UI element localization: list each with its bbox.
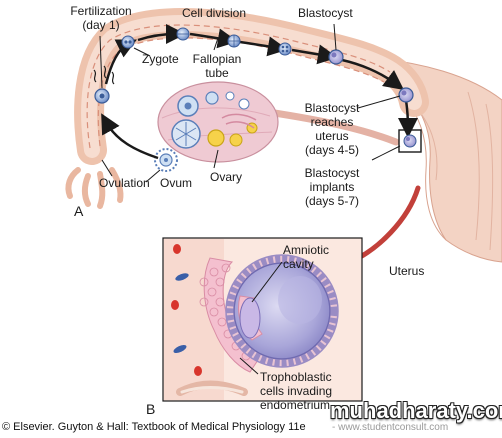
blastocyst-large — [225, 254, 339, 368]
fimbriae — [65, 167, 124, 209]
label-fertilization-line1: Fertilization — [70, 4, 132, 18]
copyright-credit: © Elsevier. Guyton & Hall: Textbook of M… — [2, 421, 306, 433]
label-reaches-line4: (days 4-5) — [304, 143, 360, 157]
fertilized-egg — [94, 88, 110, 104]
implantation-box — [398, 129, 422, 153]
credit-url: - www.studentconsult.com — [332, 422, 449, 433]
cleavage-stages — [121, 27, 414, 103]
label-reaches-line3: uterus — [315, 129, 349, 143]
leader-lines-b — [239, 261, 283, 375]
label-blastocyst-reaches: Blastocyst reaches uterus (days 4-5) — [294, 101, 370, 157]
label-reaches-line1: Blastocyst — [304, 101, 360, 115]
label-tropho-line3: endometrium — [260, 398, 331, 412]
label-amniotic-line2: cavity — [283, 257, 314, 271]
label-fallopian-line1: Fallopian — [192, 52, 242, 66]
label-fertilization-line2: (day 1) — [82, 18, 120, 32]
watermark: muhadharaty.com — [330, 398, 502, 423]
label-tropho-line1: Trophoblastic — [260, 370, 332, 384]
label-blastocyst-implants: Blastocyst implants (days 5-7) — [294, 166, 370, 208]
label-implants-line2: implants — [309, 180, 355, 194]
amniotic-cavity — [239, 297, 261, 339]
label-fertilization: Fertilization (day 1) — [58, 4, 144, 32]
label-trophoblastic-cells: Trophoblastic cells invading endometrium — [260, 370, 332, 412]
label-ovary: Ovary — [210, 170, 243, 184]
ovarian-ligament — [264, 108, 400, 146]
label-uterus: Uterus — [389, 264, 425, 278]
label-blastocyst: Blastocyst — [298, 6, 353, 20]
migration-path — [101, 24, 418, 160]
label-fallopian-line2: tube — [205, 66, 229, 80]
label-implants-line3: (days 5-7) — [304, 194, 360, 208]
label-amniotic-cavity: Amniotic cavity — [283, 243, 329, 271]
label-tropho-line2: cells invading — [260, 384, 333, 398]
corpus-luteum — [207, 129, 225, 147]
ovum — [154, 148, 178, 172]
label-reaches-line2: reaches — [310, 115, 354, 129]
label-cell-division: Cell division — [182, 6, 247, 20]
label-implants-line1: Blastocyst — [304, 166, 360, 180]
label-panel-a: A — [74, 203, 84, 219]
leader-lines-a — [99, 23, 401, 183]
label-amniotic-line1: Amniotic — [283, 243, 330, 257]
label-zygote: Zygote — [142, 52, 179, 66]
label-ovum: Ovum — [160, 176, 193, 190]
ovary — [157, 81, 279, 163]
label-ovulation: Ovulation — [99, 176, 150, 190]
label-fallopian-tube: Fallopian tube — [180, 52, 254, 80]
label-panel-b: B — [146, 401, 156, 417]
blood-cells — [171, 244, 202, 376]
sperm — [93, 65, 115, 85]
